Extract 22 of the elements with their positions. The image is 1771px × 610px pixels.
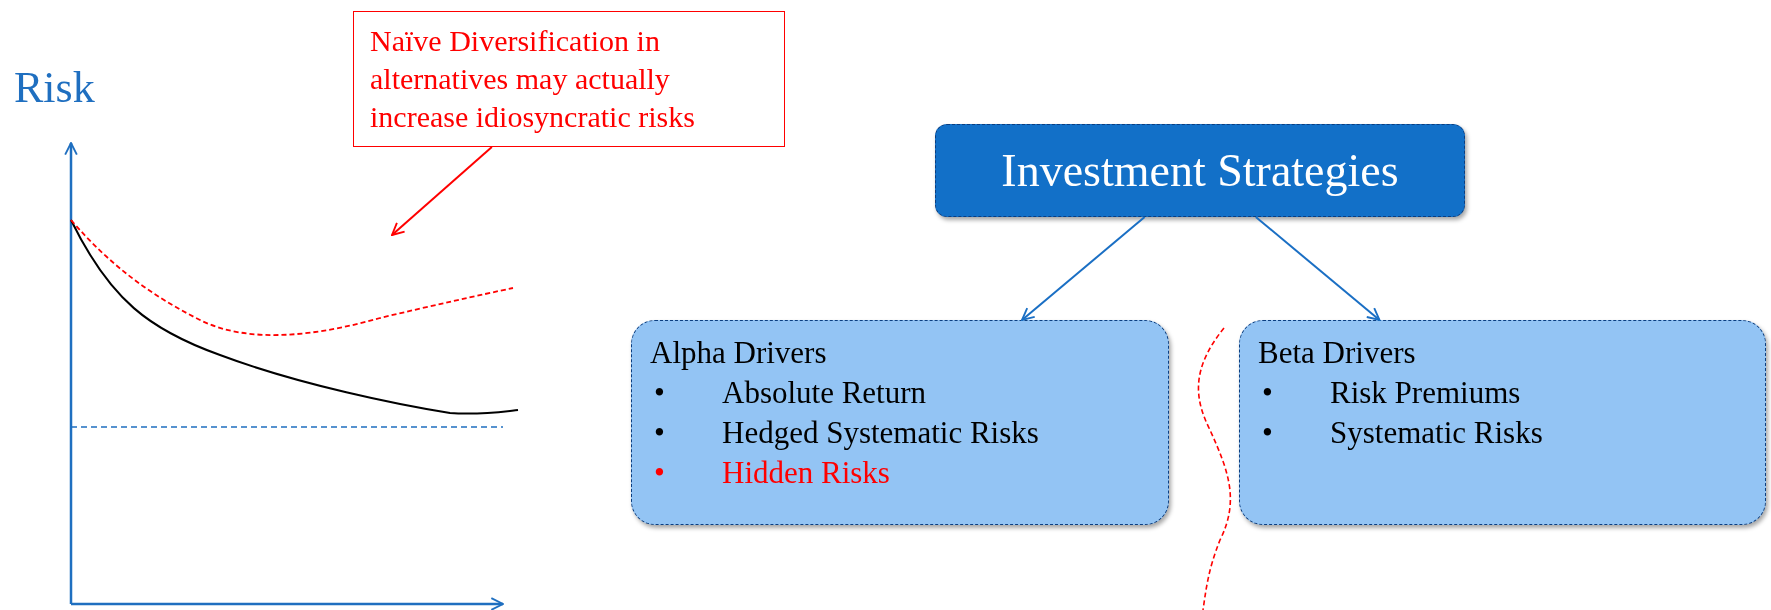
box-heading: Beta Drivers — [1258, 334, 1416, 372]
box-title: Investment Strategies — [1001, 144, 1399, 197]
bullet-mark: • — [654, 414, 665, 452]
callout-box — [353, 11, 785, 147]
bullet-item: Hedged Systematic Risks — [722, 414, 1039, 452]
bullet-mark: • — [1262, 374, 1273, 412]
bullet-item: Risk Premiums — [1330, 374, 1521, 412]
axis-label: Risk — [14, 62, 95, 113]
bullet-item: Absolute Return — [722, 374, 927, 412]
bullet-mark: • — [654, 454, 665, 492]
bullet-mark: • — [1262, 414, 1273, 452]
arrow — [1021, 216, 1146, 321]
bullet-mark: • — [654, 374, 665, 412]
bullet-item: Systematic Risks — [1330, 414, 1543, 452]
box-heading: Alpha Drivers — [650, 334, 827, 372]
category-box — [1239, 320, 1766, 525]
leader-arrow — [391, 146, 493, 236]
title-box — [935, 124, 1465, 217]
category-box — [631, 320, 1169, 525]
callout-text: Naïve Diversification in alternatives may actually increase idiosyncratic risks — [370, 23, 696, 135]
bullet-item: Hidden Risks — [722, 454, 890, 492]
arrow — [1254, 216, 1381, 321]
